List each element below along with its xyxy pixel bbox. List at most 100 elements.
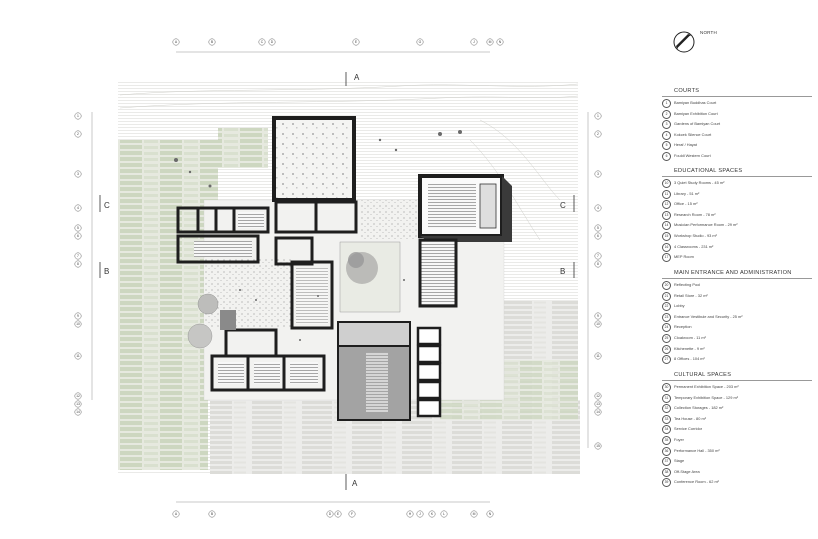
grid-marker (348, 510, 356, 518)
legend-divider (662, 176, 812, 177)
grid-marker (594, 112, 602, 120)
svg-text:B: B (104, 267, 109, 276)
grid-marker (470, 38, 478, 46)
grid-marker (594, 232, 602, 240)
grid-marker-label: M (489, 40, 492, 44)
grid-marker (594, 408, 602, 416)
legend-section-title: CULTURAL SPACES (674, 372, 732, 378)
legend-item-number: 33 (662, 414, 671, 424)
grid-marker-label: N (489, 512, 492, 516)
grid-marker-label: J (419, 512, 421, 516)
legend-item-number: 30 (662, 383, 671, 392)
legend-item-number: 38 (662, 467, 671, 477)
legend-item-label: Musician Performance Room - 29 m² (674, 222, 738, 228)
grid-marker (594, 204, 602, 212)
classroom-desks (290, 362, 318, 384)
grid-marker-label: 14 (76, 410, 80, 414)
terrain-green-southwest (118, 260, 208, 470)
legend-item-label: Kitchenette - 9 m² (674, 345, 705, 351)
grid-marker (486, 510, 494, 518)
classroom-desks (218, 362, 244, 384)
legend-item-number: 22 (662, 302, 671, 312)
garden-dots-east (360, 200, 420, 240)
exhibition-grid (366, 352, 388, 412)
legend-item-label: Conference Room - 62 m² (674, 479, 719, 485)
legend-item-label: Reflecting Pool (674, 282, 701, 287)
grid-marker (74, 204, 82, 212)
svg-text:B: B (560, 267, 565, 276)
legend-item-number: 3 (662, 120, 671, 130)
educational-wing-west (176, 206, 270, 264)
legend-item-label: Cloakroom - 11 m² (674, 335, 706, 340)
tree-canopy (348, 252, 364, 268)
legend-item-number: 4 (662, 130, 671, 140)
grid-marker-label: C (261, 40, 264, 44)
grid-marker-label: 6 (597, 234, 599, 238)
legend-item-label: Permanent Exhibition Space - 203 m² (674, 384, 739, 389)
legend-item-number: 27 (662, 355, 671, 365)
grid-marker (74, 232, 82, 240)
legend-divider (662, 380, 812, 381)
legend-item-number: 15 (662, 232, 671, 241)
library-shelves (238, 212, 264, 228)
terrain-green-north (218, 128, 268, 168)
grid-marker (268, 38, 276, 46)
grid-marker-label: E (355, 40, 358, 44)
legend-item-number: 12 (662, 200, 671, 210)
tea-house (418, 238, 458, 308)
legend-item-number: 2 (662, 109, 671, 119)
grid-marker-label: 3 (597, 172, 599, 176)
legend-item-number: 17 (662, 253, 671, 263)
grid-marker (74, 352, 82, 360)
grid-marker (594, 400, 602, 408)
grid-marker (416, 38, 424, 46)
north-label: NORTH (700, 30, 717, 35)
grid-marker-label: 14 (596, 410, 600, 414)
grid-marker (74, 408, 82, 416)
legend-item-label: 3 Quiet Study Rooms - 45 m² (674, 180, 725, 185)
legend-item-number: 13 (662, 210, 671, 220)
grid-marker-label: 9 (597, 314, 599, 318)
grid-marker-label: 5 (597, 226, 599, 230)
legend-item-number: 21 (662, 291, 671, 301)
collection-storages (416, 326, 442, 418)
grid-marker (74, 312, 82, 320)
site-furniture (174, 130, 462, 341)
legend-divider (662, 278, 812, 279)
classroom-desks (254, 362, 280, 384)
grid-marker (74, 130, 82, 138)
legend-item-label: Workshop Studio - 93 m² (674, 233, 717, 238)
grid-marker (258, 38, 266, 46)
legend-item-label: Entrance Vestibule and Security - 25 m² (674, 313, 743, 319)
grid-marker (208, 510, 216, 518)
section-marker-a-top: A (345, 72, 360, 86)
legend-item-label: Office - 15 m² (674, 201, 698, 207)
legend-section-title: EDUCATIONAL SPACES (674, 168, 743, 174)
legend-item-number: 35 (662, 436, 671, 445)
grid-marker (74, 392, 82, 400)
legend-item-number: 14 (662, 221, 671, 231)
grid-marker-label: 1 (77, 114, 79, 118)
legend-item-label: MEP Room (674, 254, 694, 260)
grid-marker (74, 224, 82, 232)
stage (479, 183, 497, 229)
grid-marker (594, 260, 602, 268)
grid-marker-label: H (409, 512, 412, 516)
grid-marker (74, 252, 82, 260)
legend-item-number: 31 (662, 393, 671, 403)
section-marker-a-bottom: A (345, 474, 358, 490)
grid-marker-label: K (431, 512, 434, 516)
legend-item-label: Bamiyan Buddhas Court (674, 100, 717, 105)
